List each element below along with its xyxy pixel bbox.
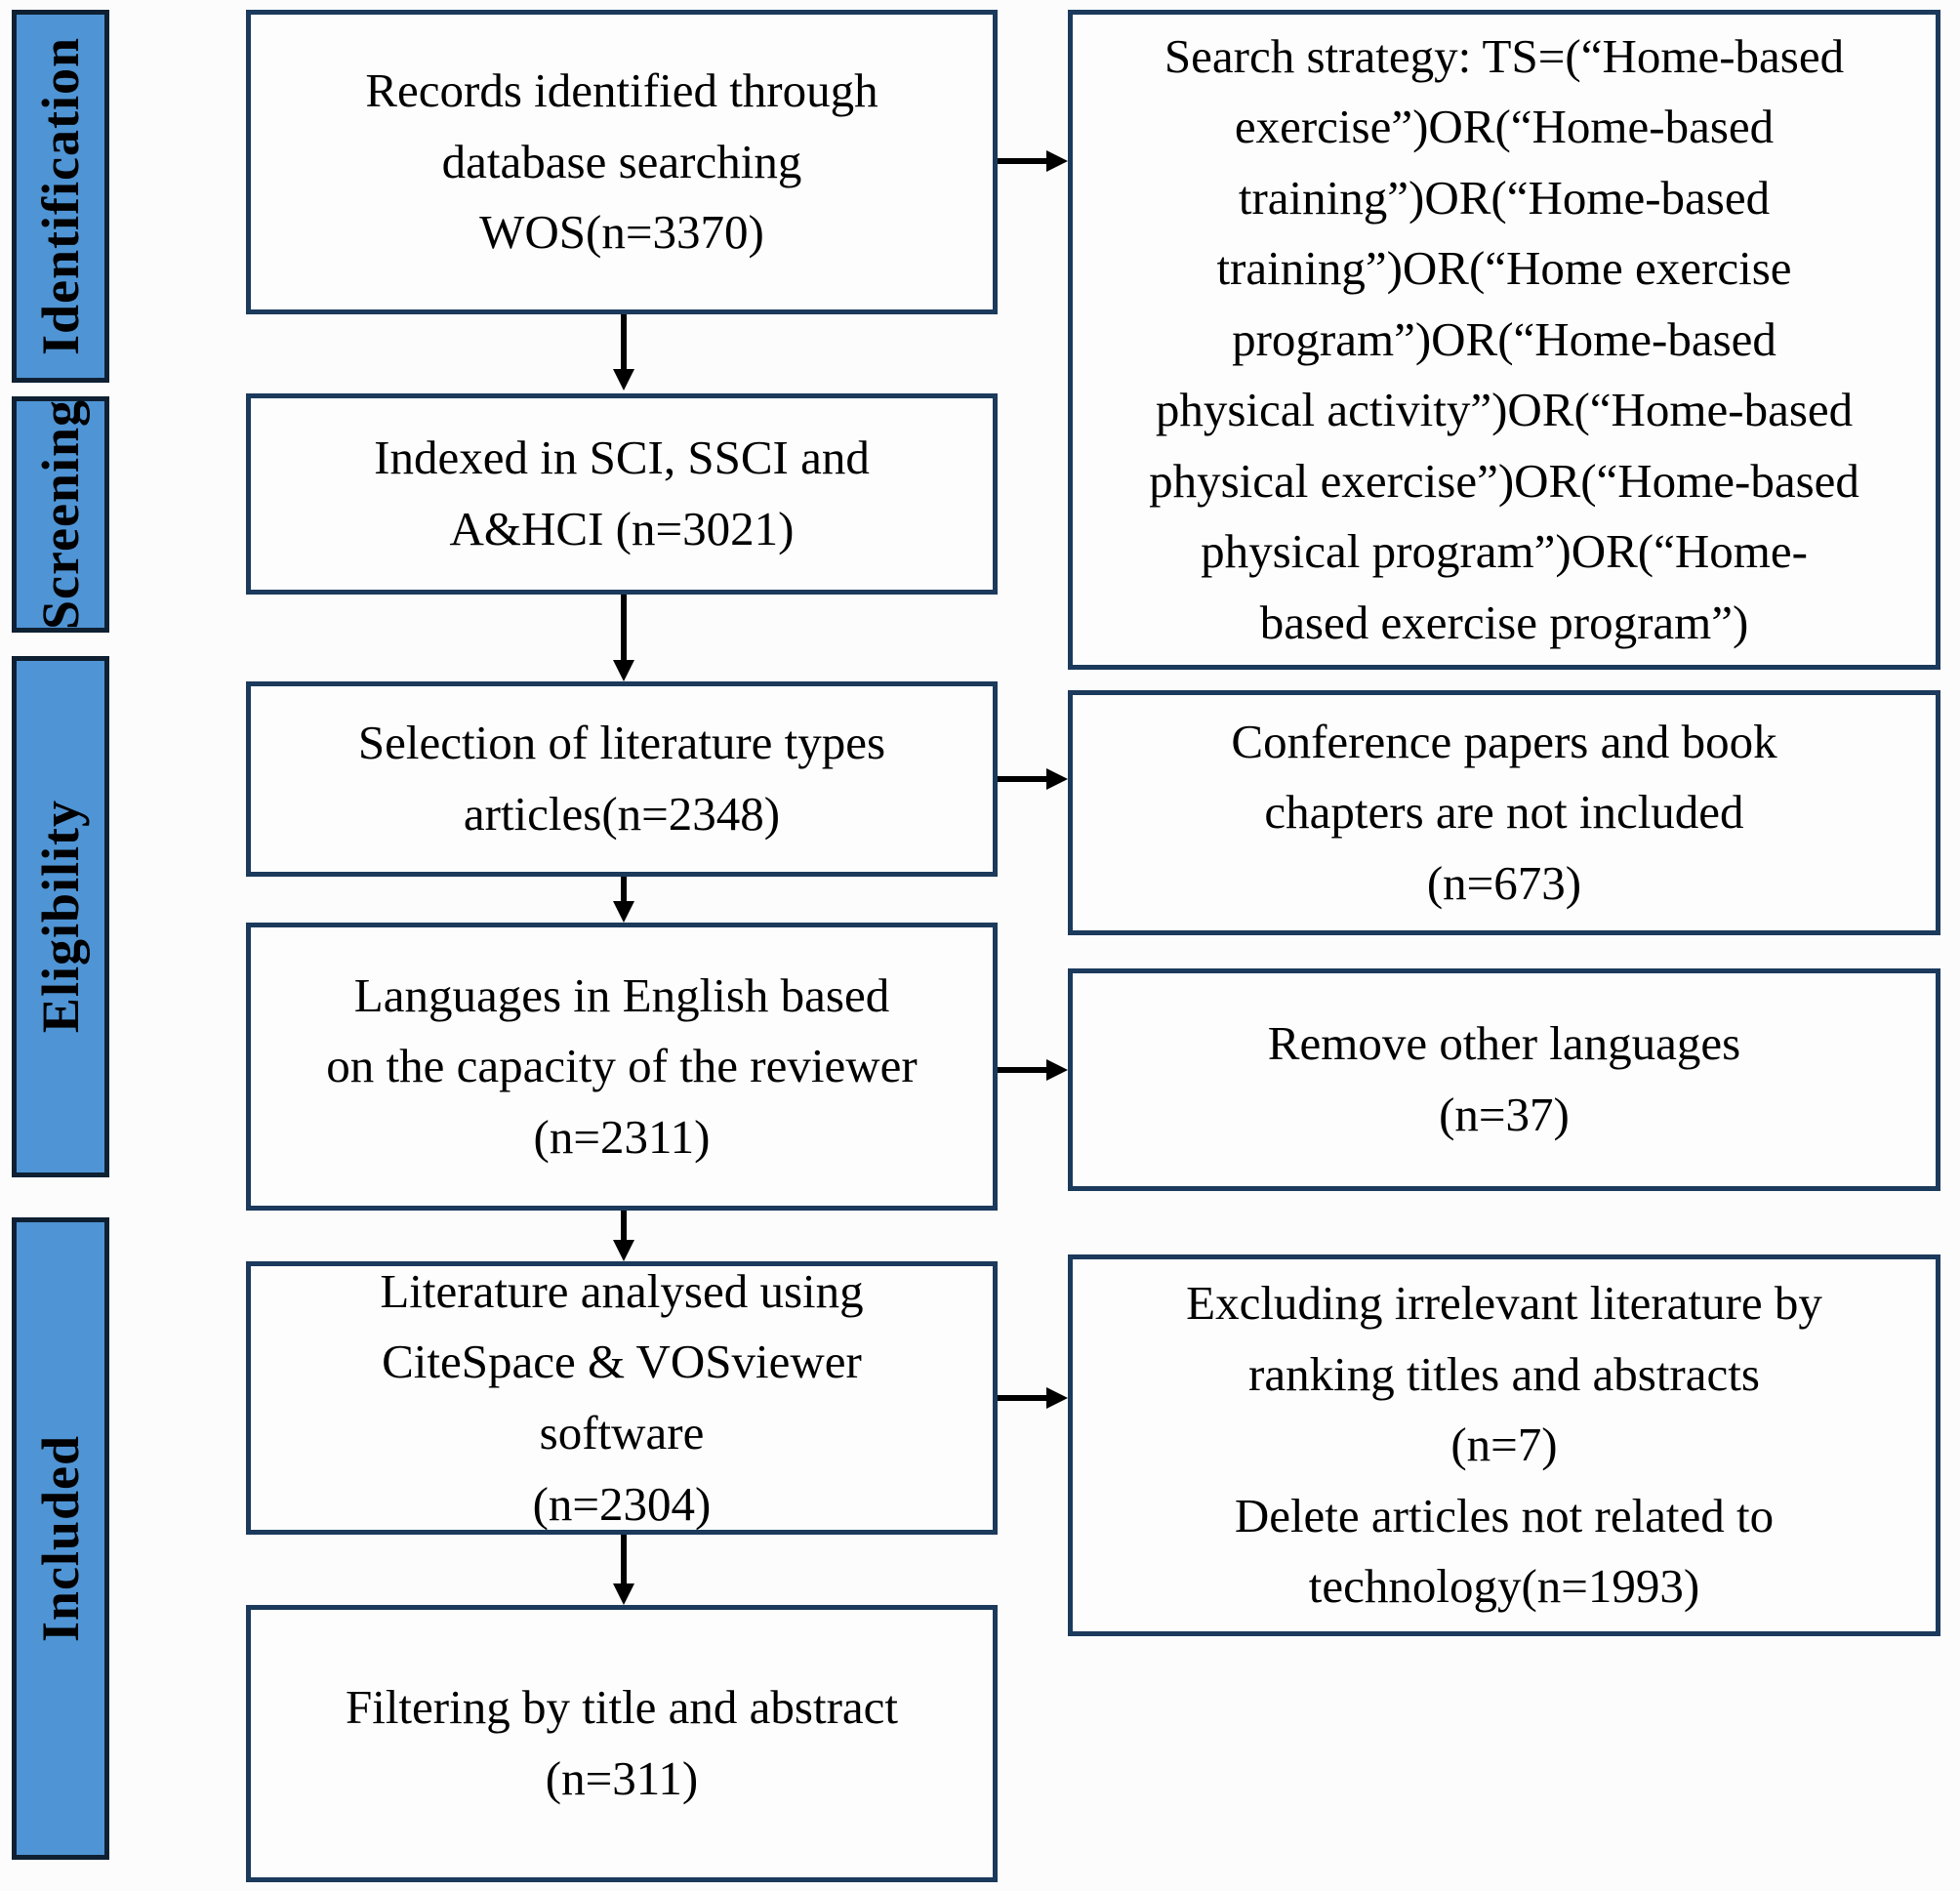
arrow-head-down-icon xyxy=(613,901,634,923)
flow-box-indexed-text: Indexed in SCI, SSCI and A&HCI (n=3021) xyxy=(374,431,870,555)
stage-bar-included: Included xyxy=(12,1217,109,1860)
stage-bar-eligibility: Eligibility xyxy=(12,656,109,1177)
side-box-remove-languages: Remove other languages (n=37) xyxy=(1068,968,1940,1191)
down-arrow-selection-to-languages xyxy=(613,877,634,923)
arrow-head-right-icon xyxy=(1046,1387,1068,1409)
side-box-search-strategy: Search strategy: TS=(“Home-based exercis… xyxy=(1068,10,1940,670)
arrow-shaft xyxy=(621,595,627,660)
flow-box-indexed: Indexed in SCI, SSCI and A&HCI (n=3021) xyxy=(246,393,998,595)
right-arrow-languages-to-remove xyxy=(998,1059,1068,1081)
arrow-shaft xyxy=(621,877,627,901)
side-box-conference-excluded-text: Conference papers and book chapters are … xyxy=(1231,714,1777,910)
side-box-conference-excluded: Conference papers and book chapters are … xyxy=(1068,690,1940,935)
side-box-excluding-irrelevant: Excluding irrelevant literature by ranki… xyxy=(1068,1254,1940,1636)
flow-box-analysed-text: Literature analysed using CiteSpace & VO… xyxy=(380,1263,864,1531)
stage-bar-screening: Screening xyxy=(12,396,109,633)
flow-box-filtering-text: Filtering by title and abstract (n=311) xyxy=(345,1680,899,1805)
arrow-shaft xyxy=(998,1067,1046,1073)
stage-bar-identification: Identification xyxy=(12,10,109,383)
down-arrow-indexed-to-selection xyxy=(613,595,634,681)
stage-label-screening: Screening xyxy=(31,399,90,630)
arrow-shaft xyxy=(998,1395,1046,1401)
side-box-search-strategy-text: Search strategy: TS=(“Home-based exercis… xyxy=(1149,28,1859,649)
arrow-head-down-icon xyxy=(613,1583,634,1605)
arrow-shaft xyxy=(621,314,627,369)
flow-box-records-identified-text: Records identified through database sear… xyxy=(365,63,878,260)
flow-box-analysed: Literature analysed using CiteSpace & VO… xyxy=(246,1261,998,1535)
flow-box-languages: Languages in English based on the capaci… xyxy=(246,923,998,1211)
down-arrow-analysed-to-filtering xyxy=(613,1535,634,1605)
arrow-head-right-icon xyxy=(1046,1059,1068,1081)
stage-label-identification: Identification xyxy=(31,36,90,355)
arrow-head-down-icon xyxy=(613,1240,634,1261)
flow-box-filtering: Filtering by title and abstract (n=311) xyxy=(246,1605,998,1882)
stage-label-eligibility: Eligibility xyxy=(31,800,90,1034)
side-box-excluding-irrelevant-text: Excluding irrelevant literature by ranki… xyxy=(1186,1276,1822,1614)
down-arrow-records-to-indexed xyxy=(613,314,634,391)
arrow-shaft xyxy=(998,158,1046,164)
arrow-shaft xyxy=(621,1211,627,1240)
arrow-head-down-icon xyxy=(613,369,634,391)
side-box-remove-languages-text: Remove other languages (n=37) xyxy=(1267,1016,1741,1141)
arrow-shaft xyxy=(998,776,1046,782)
right-arrow-records-to-search-strategy xyxy=(998,150,1068,172)
arrow-head-down-icon xyxy=(613,660,634,681)
flow-box-records-identified: Records identified through database sear… xyxy=(246,10,998,314)
arrow-shaft xyxy=(621,1535,627,1583)
right-arrow-analysed-to-excluding xyxy=(998,1387,1068,1409)
down-arrow-languages-to-analysed xyxy=(613,1211,634,1261)
arrow-head-right-icon xyxy=(1046,768,1068,790)
stage-label-included: Included xyxy=(31,1434,90,1643)
right-arrow-selection-to-conference xyxy=(998,768,1068,790)
arrow-head-right-icon xyxy=(1046,150,1068,172)
flow-box-selection: Selection of literature types articles(n… xyxy=(246,681,998,877)
flow-box-languages-text: Languages in English based on the capaci… xyxy=(326,967,918,1164)
flow-box-selection-text: Selection of literature types articles(n… xyxy=(357,716,886,841)
